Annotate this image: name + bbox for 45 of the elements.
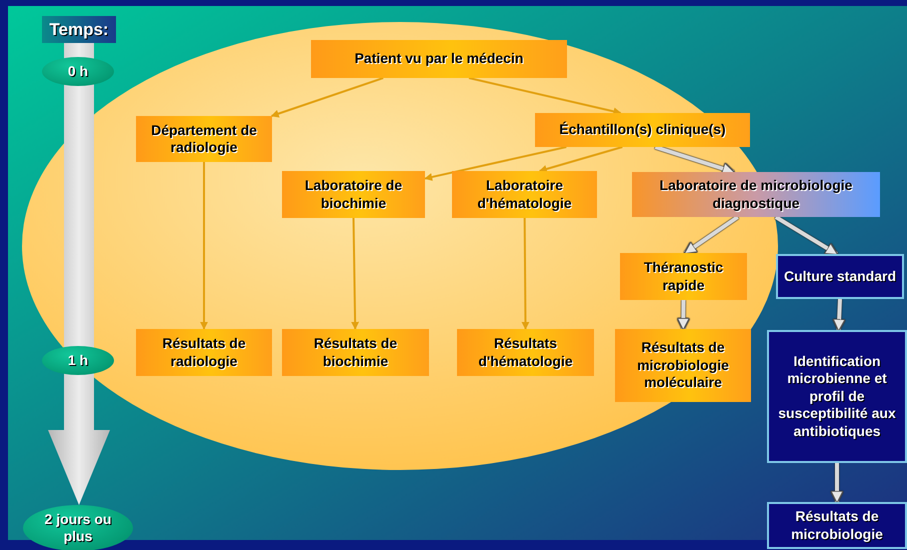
node-label: Identification microbienne et profil de susceptibilité aux antibiotiques bbox=[777, 352, 897, 440]
process-box bbox=[136, 329, 272, 376]
arrow bbox=[351, 218, 360, 330]
arrow bbox=[468, 77, 622, 116]
arrow bbox=[832, 298, 846, 332]
node-label: Résultats de biochimie bbox=[312, 335, 398, 370]
node-label: Résultats de microbiologie bbox=[790, 508, 884, 543]
node-label: Résultats de microbiologie moléculaire bbox=[636, 339, 730, 392]
arrow bbox=[270, 77, 384, 118]
process-box bbox=[767, 330, 907, 463]
process-box bbox=[282, 171, 425, 218]
arrow bbox=[684, 215, 739, 255]
arrow bbox=[676, 300, 690, 331]
process-box bbox=[632, 172, 880, 217]
process-box bbox=[620, 253, 747, 300]
node-label: Laboratoire de microbiologie diagnostique bbox=[658, 177, 854, 212]
process-box bbox=[615, 329, 751, 402]
node-label: Résultats d'hématologie bbox=[477, 335, 574, 370]
node-label: Laboratoire d'hématologie bbox=[476, 177, 573, 212]
process-box bbox=[767, 502, 907, 549]
process-box bbox=[457, 329, 594, 376]
node-label: Théranostic rapide bbox=[642, 259, 724, 294]
arrow bbox=[424, 146, 567, 181]
node-label: Département de radiologie bbox=[150, 122, 258, 156]
process-box bbox=[282, 329, 429, 376]
arrow bbox=[538, 146, 623, 173]
process-box bbox=[136, 116, 272, 162]
process-box bbox=[776, 254, 904, 299]
node-label: Temps: bbox=[49, 18, 109, 40]
process-box bbox=[535, 113, 750, 147]
process-box bbox=[452, 171, 597, 218]
node-label: Patient vu par le médecin bbox=[354, 50, 524, 68]
node-label: 1 h bbox=[68, 352, 88, 370]
node-label: 2 jours ou plus bbox=[44, 510, 112, 546]
arrow bbox=[521, 218, 530, 330]
node-label: Laboratoire de biochimie bbox=[304, 177, 404, 212]
node-label: 0 h bbox=[68, 62, 88, 80]
arrow bbox=[200, 162, 208, 330]
arrow bbox=[830, 463, 844, 504]
arrow bbox=[774, 215, 838, 256]
process-box bbox=[311, 40, 567, 78]
node-label: Résultats de radiologie bbox=[161, 335, 247, 370]
node-label: Culture standard bbox=[784, 268, 896, 286]
node-label: Échantillon(s) clinique(s) bbox=[559, 121, 726, 139]
time-heading-label bbox=[42, 16, 116, 43]
